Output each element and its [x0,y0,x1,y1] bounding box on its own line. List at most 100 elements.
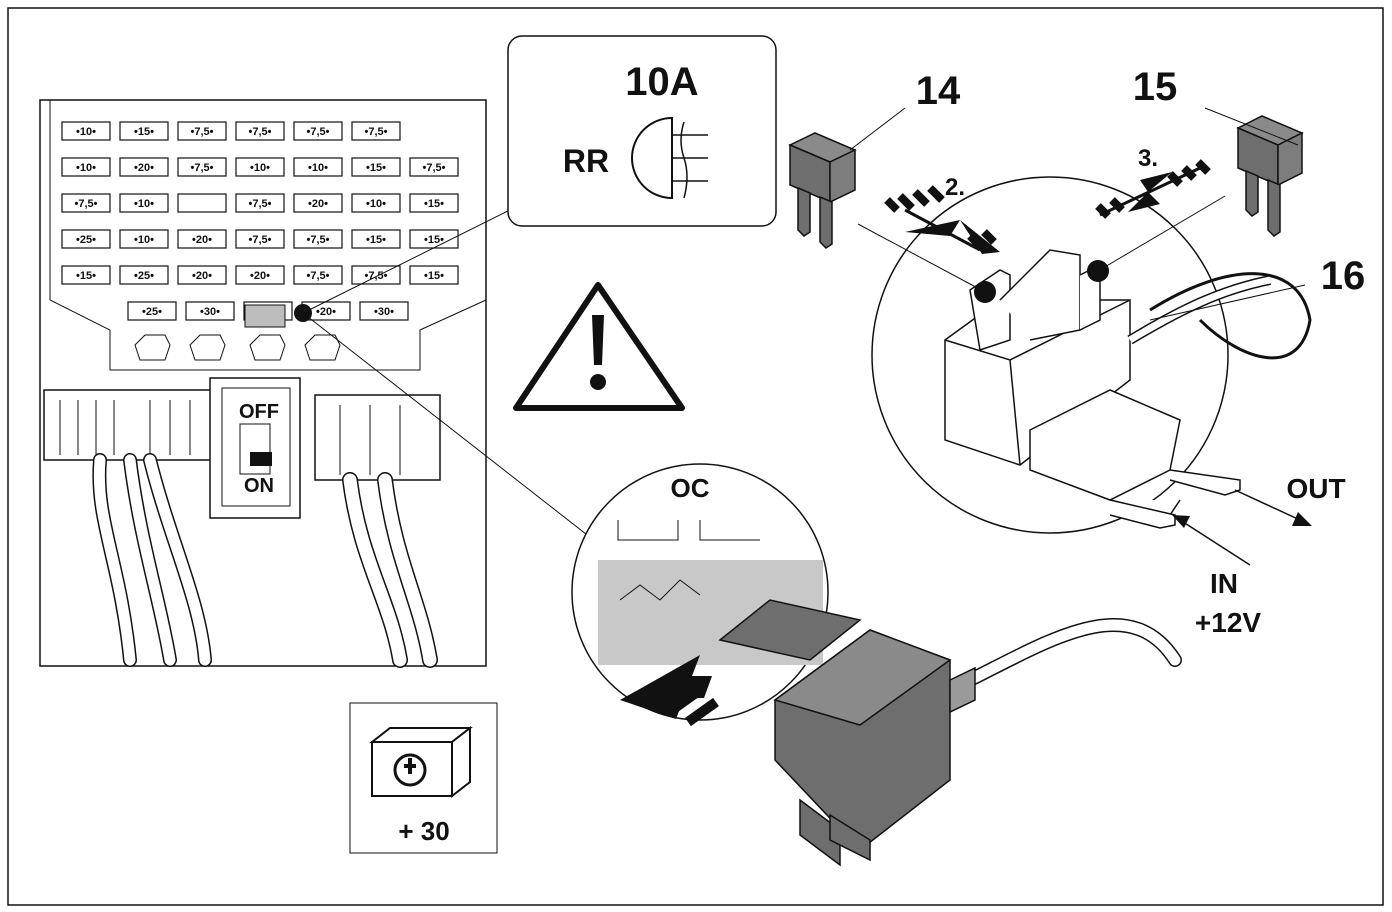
fuse-rating-text: •7,5• [249,198,272,210]
fuse-slot [61,121,111,141]
leader-zoom [302,312,601,546]
fuse-rating-text: •25• [142,306,162,318]
install-detail-circle [871,176,1312,534]
fuse-rating-text: •10• [308,162,328,174]
battery-box: + 30 [349,702,498,854]
fuse-slot [235,229,285,249]
warning-icon [513,282,685,411]
battery-terminal-label: + 30 [398,816,449,846]
fuse-rating-text: •10• [76,126,96,138]
fuse-slot [177,193,227,213]
voltage-label: +12V [1195,607,1261,638]
fuse-rating-text: •7,5• [191,162,214,174]
lamp-beam-icon [672,121,708,199]
fuse-slot [293,229,343,249]
fuse-rating-text: •10• [366,198,386,210]
fuse-rating-callout: 10A RR [507,35,777,227]
fuse-slot [177,229,227,249]
step-2-label: 2. [945,174,965,201]
fuse-14-label: 14 [916,69,961,113]
fuse-rating-text: •25• [134,270,154,282]
fuse-rating-label: 10A [625,60,698,104]
fuse-rating-text: •7,5• [365,126,388,138]
fuse-slot [127,301,177,321]
fuse-rating-text: •30• [200,306,220,318]
right-connector [314,394,441,481]
in-arrow [1172,515,1251,566]
fuse-slot [293,193,343,213]
out-arrow [1234,489,1312,526]
zoom-detail-circle: OC [571,463,829,727]
fuse-slot [293,157,343,177]
fuse-slot [61,157,111,177]
fuse-rating-text: •15• [134,126,154,138]
fuse-rating-text: •7,5• [249,234,272,246]
fuse-rating-text: •7,5• [307,270,330,282]
fuse-slot [293,265,343,285]
lamp-icon [631,116,673,200]
light-position-label: RR [563,143,609,179]
relay-clips [134,334,341,361]
left-connector [43,389,215,461]
fuse-rating-text: •7,5• [307,126,330,138]
switch-on-label: ON [244,475,274,497]
fuse-slot [351,121,401,141]
outer-frame [7,7,1384,906]
fuse-rating-text: •7,5• [75,198,98,210]
fuse-rating-text: •15• [366,162,386,174]
fuse-slot [235,193,285,213]
in-label: IN [1210,568,1238,599]
leader-callout [302,199,531,314]
fuse-slot [409,265,459,285]
switch-lever [250,452,272,466]
holder-16-label: 16 [1321,254,1366,298]
fuse-slot [61,229,111,249]
fuse-slot [119,121,169,141]
fuse-rating-text: •15• [424,270,444,282]
target-fuse-slot [244,304,286,328]
fuse-slot [119,265,169,285]
fuse-slot [185,301,235,321]
fuse-rating-text: •30• [374,306,394,318]
fuse-slot [177,157,227,177]
step-2-arrow [884,185,1000,254]
fuse-rating-text: •20• [316,306,336,318]
fuse-rating-text: •7,5• [423,162,446,174]
fuse-rating-text: •10• [134,234,154,246]
step-3-label: 3. [1138,145,1158,172]
zoom-fragment-text: OC [671,473,710,503]
fuse-rating-text: •25• [76,234,96,246]
fuse-slot [409,157,459,177]
fuse-15-label: 15 [1133,65,1178,109]
fuse-box-outline [49,100,487,371]
fuse-box-panel: •10• •15• •7,5• •7,5• •7,5• •7,5• •10• •20• •7,5… [39,99,487,668]
fuse-rating-text: •20• [134,162,154,174]
fuse-slot [235,121,285,141]
step-3-arrow [1095,159,1211,219]
out-label: OUT [1286,473,1345,504]
insert-arrow-icon [620,655,712,719]
fuse-rating-text: •7,5• [307,234,330,246]
fuse-15-icon [1236,115,1304,237]
fuse-slot [351,157,401,177]
fuse-14-icon [788,132,857,249]
fuse-rating-text: •7,5• [249,126,272,138]
fuse-slot [177,121,227,141]
fuse-slot [235,265,285,285]
fuse-slot [293,121,343,141]
fuse-slot [119,193,169,213]
fuse-slot [409,193,459,213]
holder-body [944,249,1241,529]
fuse-rating-text: •15• [366,234,386,246]
fuse-slot [359,301,409,321]
fuse-slot [61,265,111,285]
fuse-tap-holder [718,599,976,867]
fuse-slot [235,157,285,177]
fuse-slot [119,157,169,177]
fuse-rating-text: •15• [76,270,96,282]
fuse-rating-text: •15• [424,198,444,210]
fuse-slot [119,229,169,249]
fuse-slot [177,265,227,285]
